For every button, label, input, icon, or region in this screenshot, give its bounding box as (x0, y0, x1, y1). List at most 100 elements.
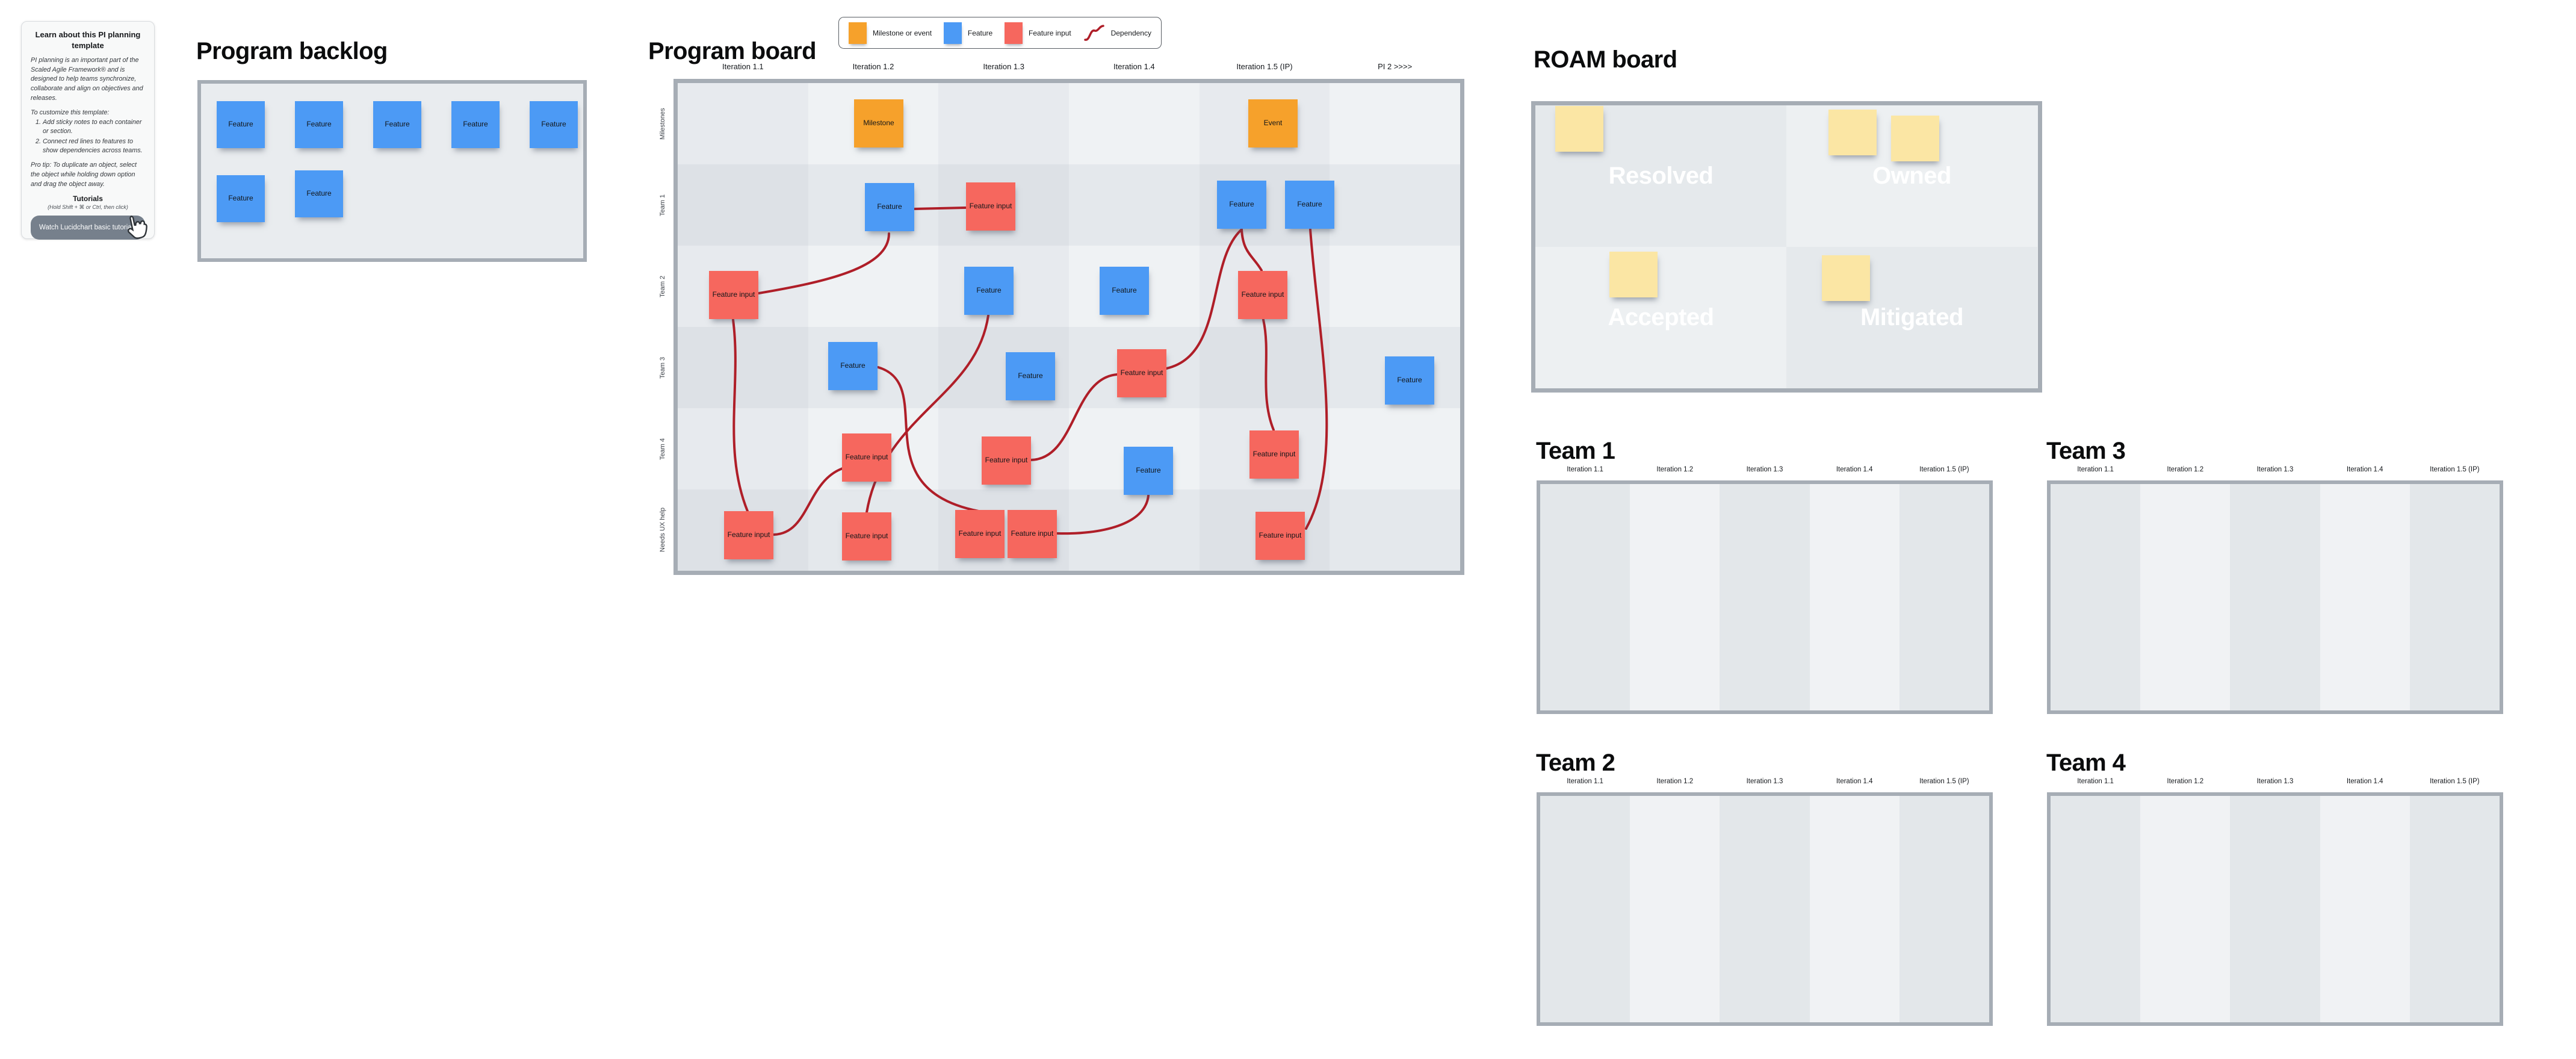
sticky-note-feature-input[interactable]: Feature input (842, 512, 891, 561)
sticky-note-label: Feature (306, 120, 332, 129)
program-board-row-label: Needs UX help (659, 508, 666, 553)
sticky-note-risk[interactable] (1822, 255, 1870, 301)
sticky-note-feature-input[interactable]: Feature input (1238, 271, 1287, 319)
team-board-column (1899, 796, 1989, 1022)
program-board-cell (1330, 246, 1460, 327)
iteration-column-header: Iteration 1.1 (1567, 778, 1603, 785)
roam-board[interactable]: Resolved Owned Accepted Mitigated (1531, 101, 2042, 393)
sticky-note-feature-input[interactable]: Feature input (842, 433, 891, 482)
sticky-note-feature-input[interactable]: Feature input (709, 271, 758, 319)
team-board-column (1540, 796, 1630, 1022)
sticky-note-feature[interactable]: Feature (217, 101, 265, 148)
sticky-note-feature[interactable]: Feature (865, 183, 914, 231)
team-board-title: Team 2 (1536, 750, 1615, 777)
sticky-note-milestone[interactable]: Event (1248, 99, 1298, 148)
program-board-cell (1069, 83, 1200, 164)
sticky-note-milestone[interactable]: Milestone (854, 99, 903, 148)
team-board-column (2409, 796, 2500, 1022)
sticky-note-feature[interactable]: Feature (1006, 352, 1055, 400)
sticky-note-feature[interactable]: Feature (530, 101, 578, 148)
legend-item: Dependency (1083, 23, 1151, 43)
program-board[interactable] (673, 79, 1464, 575)
iteration-column-header: Iteration 1.3 (1746, 778, 1783, 785)
sticky-note-feature[interactable]: Feature (1100, 267, 1149, 315)
sticky-note-label: Feature input (958, 529, 1002, 538)
team-board-team-3[interactable] (2047, 480, 2503, 714)
sticky-note-feature[interactable]: Feature (373, 101, 421, 148)
sticky-note-label: Feature (1136, 466, 1161, 475)
sticky-note-feature-input[interactable]: Feature input (955, 510, 1005, 558)
iteration-column-header: Iteration 1.4 (1113, 62, 1155, 71)
sticky-note-label: Feature (877, 202, 902, 211)
sticky-note-feature[interactable]: Feature (1217, 181, 1266, 229)
info-card-paragraph: PI planning is an important part of the … (31, 57, 143, 102)
dependency-line-icon (1083, 24, 1104, 41)
sticky-note-label: Feature input (969, 202, 1012, 211)
iteration-column-header: Iteration 1.5 (IP) (2430, 466, 2480, 473)
sticky-note-feature[interactable]: Feature (295, 101, 343, 148)
iteration-column-header: Iteration 1.1 (722, 62, 764, 71)
team-board-title: Team 1 (1536, 438, 1615, 465)
sticky-note-risk[interactable] (1828, 110, 1877, 155)
team-board-column (1809, 484, 1899, 710)
iteration-column-header: Iteration 1.5 (IP) (2430, 778, 2480, 785)
legend-label: Feature input (1029, 28, 1071, 37)
sticky-note-risk[interactable] (1555, 106, 1603, 152)
team-board-column (1899, 484, 1989, 710)
sticky-note-feature[interactable]: Feature (451, 101, 500, 148)
legend-swatch-feature-input (1005, 22, 1023, 44)
sticky-note-feature[interactable]: Feature (1124, 447, 1173, 495)
team-board-column (2140, 484, 2231, 710)
team-board-team-2[interactable] (1537, 792, 1993, 1026)
info-card-title: Learn about this PI planning template (35, 30, 141, 50)
legend-swatch-milestone (849, 22, 867, 44)
sticky-note-feature-input[interactable]: Feature input (1117, 349, 1166, 397)
program-backlog-title: Program backlog (196, 38, 388, 65)
program-board-cell (808, 246, 939, 327)
sticky-note-feature[interactable]: Feature (295, 170, 343, 217)
sticky-note-feature-input[interactable]: Feature input (1008, 510, 1057, 558)
sticky-note-feature-input[interactable]: Feature input (966, 182, 1015, 231)
sticky-note-feature-input[interactable]: Feature input (1255, 512, 1305, 560)
iteration-column-header: Iteration 1.3 (983, 62, 1024, 71)
info-card-customize-intro: To customize this template: (31, 109, 110, 117)
iteration-column-header: Iteration 1.2 (1656, 778, 1694, 785)
watch-tutorials-button[interactable]: Watch Lucidchart basic tutorials (31, 216, 145, 240)
sticky-note-feature[interactable]: Feature (1285, 181, 1334, 229)
team-board-column (2320, 484, 2410, 710)
iteration-column-header: Iteration 1.4 (2346, 778, 2383, 785)
sticky-note-feature-input[interactable]: Feature input (1249, 430, 1299, 479)
team-board-column (1540, 484, 1630, 710)
sticky-note-label: Feature input (712, 290, 755, 299)
iteration-column-header: Iteration 1.5 (IP) (1919, 778, 1969, 785)
sticky-note-feature[interactable]: Feature (964, 267, 1014, 315)
program-board-cell (1069, 489, 1200, 571)
program-board-cell (678, 164, 808, 246)
sticky-note-risk[interactable] (1609, 252, 1658, 297)
team-board-column (1630, 796, 1720, 1022)
iteration-column-header: Iteration 1.1 (2077, 466, 2114, 473)
sticky-note-label: Feature (976, 286, 1002, 295)
team-board-column (1630, 484, 1720, 710)
iteration-column-header: Iteration 1.3 (1746, 466, 1783, 473)
info-card-step: Connect red lines to features to show de… (43, 137, 145, 155)
sticky-note-feature-input[interactable]: Feature input (982, 436, 1031, 485)
sticky-note-label: Feature input (845, 453, 888, 462)
sticky-note-label: Feature (1297, 200, 1322, 209)
roam-quadrant-label: Mitigated (1860, 304, 1964, 331)
sticky-note-feature[interactable]: Feature (1385, 356, 1434, 405)
roam-quadrant-label: Resolved (1608, 163, 1714, 189)
sticky-note-feature[interactable]: Feature (217, 175, 265, 222)
sticky-note-feature-input[interactable]: Feature input (724, 511, 773, 559)
sticky-note-feature[interactable]: Feature (828, 342, 878, 390)
team-board-team-4[interactable] (2047, 792, 2503, 1026)
program-board-cell (1330, 83, 1460, 164)
sticky-note-risk[interactable] (1891, 116, 1939, 161)
program-board-cell (1330, 489, 1460, 571)
team-board-team-1[interactable] (1537, 480, 1993, 714)
sticky-note-label: Feature (1018, 371, 1043, 380)
sticky-note-label: Feature (385, 120, 410, 129)
program-board-cell (678, 83, 808, 164)
program-board-cell (938, 83, 1069, 164)
